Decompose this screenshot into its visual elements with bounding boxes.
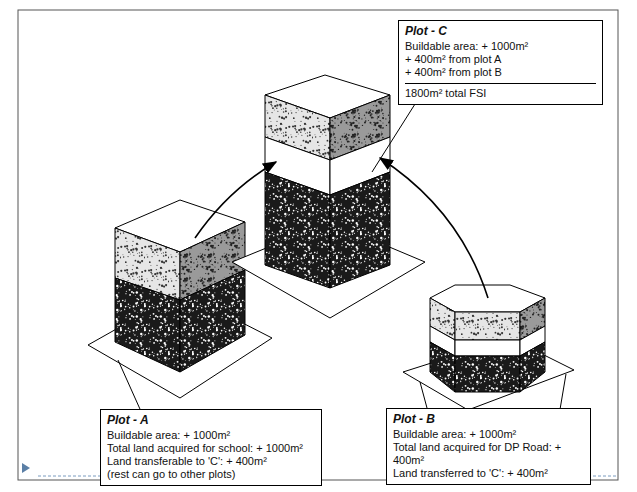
leader-line [560, 374, 566, 408]
plot-c-block [232, 75, 425, 318]
callout-heading: Plot - C [405, 24, 596, 39]
callout-text: Land transferred to 'C': + 400m² [393, 467, 584, 480]
callout-text: + 400m² from plot A [405, 53, 596, 66]
footer-rule [588, 476, 618, 477]
plot-b-callout: Plot - BBuildable area: + 1000m²Total la… [386, 408, 591, 485]
transfer-arrow [195, 162, 276, 238]
callout-text: (rest can go to other plots) [107, 468, 315, 481]
leader-line [118, 360, 140, 409]
plot-c-callout: Plot - CBuildable area: + 1000m²+ 400m² … [398, 20, 603, 105]
callout-text: Total land acquired for DP Road: + 400m² [393, 441, 584, 467]
callout-text: Buildable area: + 1000m² [405, 40, 596, 53]
plot-a-callout: Plot - ABuildable area: + 1000m²Total la… [100, 409, 322, 486]
bullet-symbol [22, 463, 30, 473]
callout-heading: Plot - B [393, 412, 584, 427]
callout-heading: Plot - A [107, 413, 315, 428]
callout-text: + 400m² from plot B [405, 66, 596, 79]
callout-text: Buildable area: + 1000m² [107, 429, 315, 442]
callout-text: 1800m² total FSI [405, 83, 596, 100]
leader-line [420, 382, 427, 408]
callout-text: Buildable area: + 1000m² [393, 428, 584, 441]
plot-b-block [403, 285, 574, 410]
leader-line [372, 105, 414, 172]
callout-text: Total land acquired for school: + 1000m² [107, 442, 315, 455]
callout-text: Land transferable to 'C': + 400m² [107, 455, 315, 468]
plot-a-block [88, 200, 272, 398]
transfer-arrow [380, 158, 488, 298]
